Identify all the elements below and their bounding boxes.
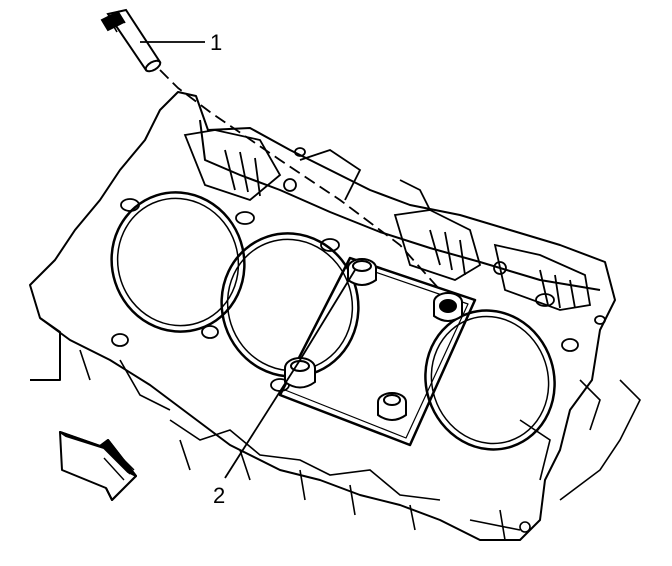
bolt-top: [347, 258, 377, 286]
leader-2: [224, 359, 301, 479]
deck-holes: [111, 147, 606, 392]
cylinder-bore-1: [110, 191, 246, 333]
bolt-right: [433, 292, 463, 322]
dowel-pin-icon: [100, 8, 162, 73]
engine-block-deck: [29, 91, 616, 541]
cylinder-bores: [110, 191, 556, 451]
bolt-icon: [284, 258, 463, 421]
bolt-bottom: [377, 392, 407, 421]
direction-arrow-icon: [59, 431, 137, 501]
lower-block-details: [79, 349, 641, 541]
bolt-left: [284, 357, 316, 389]
callout-leaders: [140, 41, 356, 479]
leader-2b: [299, 269, 356, 361]
fixture-plate: [278, 256, 477, 447]
callout-1-label: 1: [210, 30, 222, 55]
pin-install-guide: [159, 69, 441, 291]
callout-2-label: 2: [213, 483, 225, 508]
valvetrain-area: [183, 129, 592, 311]
